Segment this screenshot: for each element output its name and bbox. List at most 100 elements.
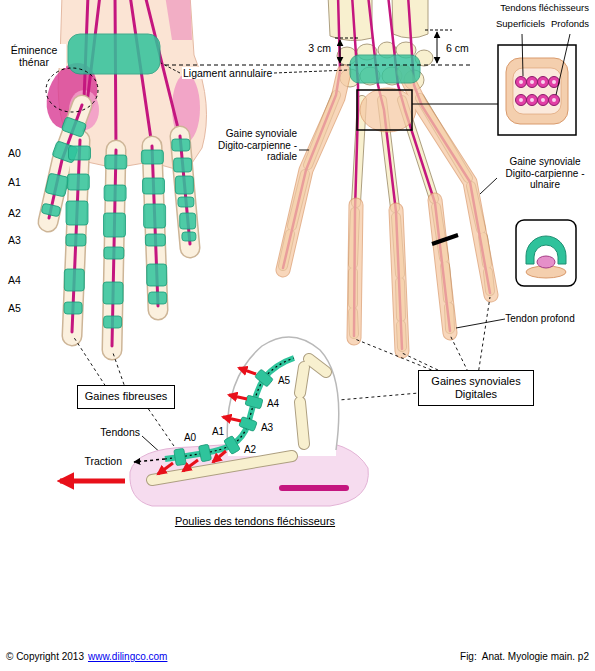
website-link: www.dilingco.com [88,651,167,663]
forearm-bone [328,0,428,41]
pulley-label: A4 [8,274,21,286]
synovial-sheath [396,210,402,351]
fibrous-pulley [105,155,127,169]
label-box: Gaines fibreuses [77,385,176,408]
fibrous-pulley [180,213,196,229]
fibrous-pulley [255,369,274,387]
finger-bone [152,359,326,480]
fibrous-pulley [64,269,84,291]
pulley-label: A5 [8,302,21,314]
fibrous-pulley [144,204,166,228]
finger [48,105,190,350]
pulley-label: A0 [8,147,21,159]
leader-line [522,34,523,76]
synovial-sheath [360,88,416,132]
fibrous-pulley [45,173,69,197]
part-label: Ligament annulaire [182,67,273,79]
fibrous-pulley [174,448,186,465]
tendon-cross-section [552,80,556,84]
force-label: Traction [84,455,122,467]
pulley-label: A4 [267,398,279,410]
leader-line [456,319,505,328]
figure-caption: Poulies des tendons fléchisseurs [175,515,335,528]
finger-bone [152,359,326,480]
finger-cross-section [516,220,576,286]
dimension-line [340,40,341,63]
tendon-cross-section [530,80,534,84]
synovial-sheath [396,210,402,351]
tendon-cross-section [513,68,561,114]
synovial-sheath [435,200,450,333]
fibrous-pulley [147,264,167,286]
palm-skin [165,0,192,40]
synovial-sheath [283,72,344,270]
finger [49,105,190,346]
synovial-sheath [283,72,491,351]
tendon-cross-section [549,95,560,106]
fibrous-pulley [198,444,211,462]
force-arrow [158,463,173,474]
section-marker [432,235,458,244]
forearm-bone [328,0,372,41]
leader-line [274,70,349,73]
part-label: Tendon profond [505,313,575,325]
figure-reference: Fig: Anat. Myologie main. p2 [460,651,589,663]
fibrous-pulley [67,174,89,190]
tendon-cross-section [516,95,527,106]
fibrous-pulley [174,369,274,466]
tendon-cross-section [506,58,568,124]
tendon-cross-section [516,77,560,106]
fibrous-pulley [66,201,88,225]
leader-line [299,150,309,151]
part-label: Gaine synoviale Digito-carpienne -ulnair… [499,156,591,191]
annular-ligament [350,55,420,83]
dimension-line [437,32,438,63]
fibrous-pulley [149,292,167,304]
force-arrow [213,451,226,462]
force-arrow [60,479,125,484]
pulley-label: A3 [8,234,21,246]
label-box: Gaines synoviales Digitales [418,370,534,406]
pulley-label: A2 [8,207,21,219]
fibrous-pulley [69,146,91,160]
pulley-label: A1 [212,426,224,438]
fibrous-pulley [104,185,126,201]
finger-bone [152,359,326,480]
tendon-cross-section [519,98,523,102]
thenar-outline [46,68,98,112]
part-label: Tendons fléchisseurs [500,3,589,14]
flexor-tendon [165,358,294,459]
fibrous-pulley [41,203,61,217]
palm-skin [282,485,346,491]
fibrous-pulley [104,213,126,237]
flexor-tendon [134,358,294,462]
fibrous-pulley [61,117,86,138]
flexor-tendon [283,0,490,349]
thenar-outline [46,68,98,112]
finger-bone [152,359,326,480]
synovial-sheath [283,72,491,351]
leader-line [73,34,570,455]
fibrous-pulley [245,395,263,409]
fibrous-pulley [103,282,123,304]
pulley-label: A3 [261,422,273,434]
flexor-tendon [115,0,116,150]
flexor-tendon [82,0,180,150]
annular-ligament [68,34,160,74]
finger-bone [152,359,326,480]
force-arrow [239,368,256,374]
tendon-cross-section [538,95,549,106]
tendon-cross-section [530,98,534,102]
carpal-bone [337,42,433,90]
tendon-cross-section [541,98,545,102]
finger [48,105,190,350]
tendon-cross-section [519,80,556,102]
tendon-cross-section [527,77,538,88]
part-label: Tendons [100,426,140,438]
force-arrow [229,395,247,399]
force-arrow [60,368,256,481]
section-marker [412,104,498,105]
fibrous-pulley [172,139,190,151]
